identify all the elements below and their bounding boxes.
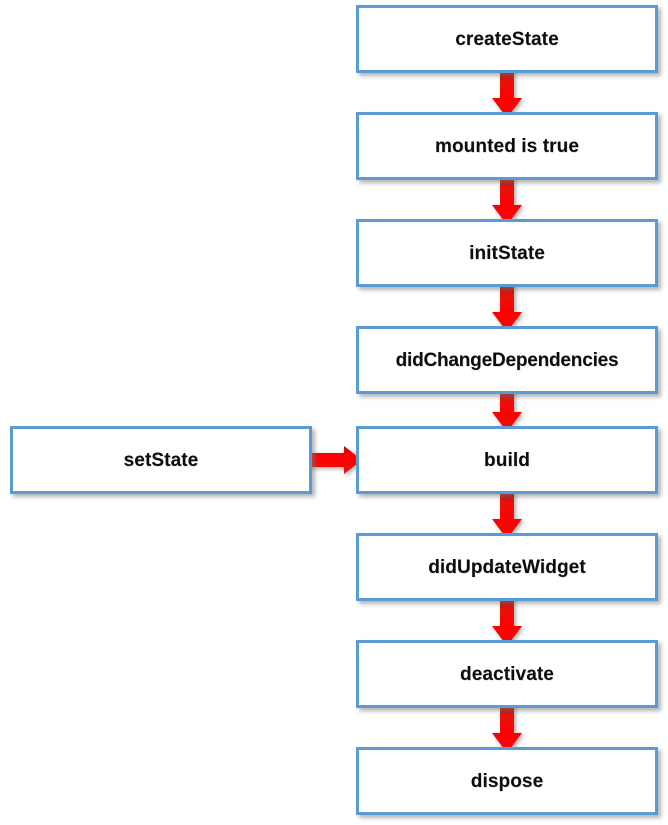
node-label: didChangeDependencies [395,349,619,371]
arrow-createState-to-mounted [492,67,522,118]
arrow-didUpdateWidget-to-deactivate [492,595,522,646]
node-createState[interactable]: createState [356,5,658,73]
node-mountedIsTrue[interactable]: mounted is true [356,112,658,180]
node-dispose[interactable]: dispose [356,747,658,815]
node-setState[interactable]: setState [10,426,312,494]
node-initState[interactable]: initState [356,219,658,287]
node-label: build [484,449,530,471]
node-didChangeDependencies[interactable]: didChangeDependencies [356,326,658,394]
node-build[interactable]: build [356,426,658,494]
arrow-mounted-to-initState [492,174,522,225]
node-label: deactivate [460,663,554,685]
arrow-build-to-didUpdateWidget [492,488,522,539]
node-label: createState [455,28,559,50]
node-label: didUpdateWidget [428,556,586,578]
node-label: setState [123,449,199,471]
node-label: mounted is true [434,135,579,157]
arrow-deactivate-to-dispose [492,702,522,753]
node-label: dispose [470,770,544,792]
node-label: initState [469,242,545,264]
arrow-setState-to-build [306,446,362,474]
node-deactivate[interactable]: deactivate [356,640,658,708]
arrow-didChangeDependencies-to-build [492,388,522,432]
arrow-initState-to-didChangeDependencies [492,281,522,332]
node-didUpdateWidget[interactable]: didUpdateWidget [356,533,658,601]
